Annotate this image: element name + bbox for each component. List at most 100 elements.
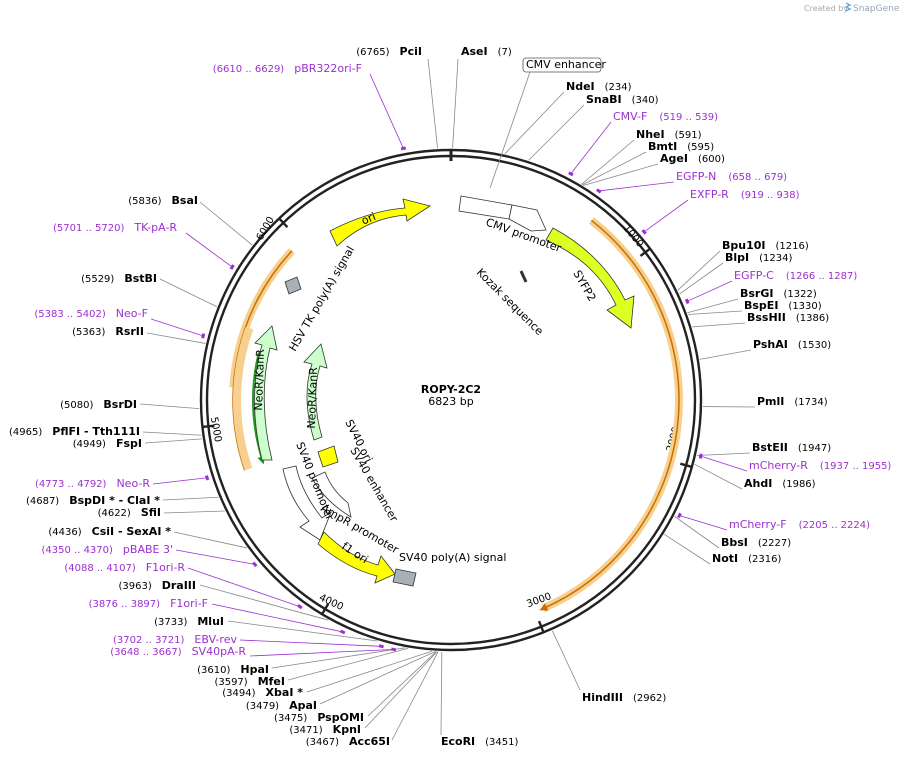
site-name: AgeI [660, 152, 688, 165]
primer-leader [175, 549, 255, 565]
site-position: (1530) [798, 340, 831, 351]
site-label: (3467) Acc65I [306, 735, 390, 748]
primer-leader [152, 477, 208, 485]
primer-name: Neo-F [116, 307, 148, 320]
primer-name: EBV-rev [194, 633, 237, 646]
primer-range: (1266 .. 1287) [786, 271, 858, 282]
site-name: CsiI - SexAI * [92, 525, 172, 538]
plasmid-size: 6823 bp [428, 395, 473, 408]
site-leader [159, 278, 218, 308]
site-name: BsaI [172, 194, 198, 207]
site-position: (5080) [60, 400, 93, 411]
primer-leader [679, 515, 728, 531]
primer-leader [150, 318, 204, 337]
primer-name: Neo-R [116, 477, 150, 490]
neor-arrow-outer [254, 325, 278, 461]
site-name: RsrII [115, 325, 144, 338]
site-label: (4965)PflFI - Tth111I [9, 425, 140, 438]
site-leader [199, 584, 329, 621]
site-label: BstEII(1947) [752, 441, 831, 454]
site-leader [696, 452, 751, 456]
primer-leader [185, 232, 233, 268]
primer-label: (4088 .. 4107)F1ori-R [64, 561, 185, 574]
site-leader [692, 322, 746, 328]
site-label: (6765)PciI [356, 45, 422, 58]
site-label: AgeI(600) [660, 152, 725, 165]
site-name: Acc65I [349, 735, 390, 748]
primer-leader [700, 455, 748, 472]
plasmid-name: ROPY-2C2 [421, 383, 481, 396]
site-leader [319, 651, 436, 705]
primer-label: mCherry-R(1937 .. 1955) [749, 459, 891, 472]
primer-range: (5383 .. 5402) [34, 309, 106, 320]
site-position: (7) [498, 47, 512, 58]
site-label: Bpu10I(1216) [722, 239, 809, 252]
site-leader [677, 250, 721, 291]
site-label: (3597)MfeI [214, 675, 285, 688]
site-label: (4687)BspDI * - ClaI * [26, 494, 160, 507]
primer-layer: (6610 .. 6629)pBR322ori-F CMV-F(519 .. 53… [34, 62, 891, 658]
kozak-mark [519, 270, 528, 283]
primer-label: CMV-F(519 .. 539) [613, 110, 718, 123]
primer-leader [239, 639, 382, 647]
site-name: FspI [116, 437, 142, 450]
site-label: AhdI (1986) [744, 477, 816, 490]
site-name: BstEII [752, 441, 788, 454]
primer-bar [297, 604, 303, 610]
orf-arrow [539, 219, 680, 611]
primer-leader [249, 649, 394, 657]
primer-label: (4350 .. 4370)pBABE 3' [42, 543, 174, 556]
site-leader [139, 403, 200, 410]
orf-layer [229, 217, 683, 613]
primer-range: (519 .. 539) [659, 112, 718, 123]
primer-range: (658 .. 679) [728, 172, 787, 183]
primer-range: (5701 .. 5720) [53, 223, 125, 234]
primer-bar [677, 512, 682, 519]
primer-name: SV40pA-R [192, 645, 247, 658]
primer-label: (5701 .. 5720)TK-pA-R [53, 221, 177, 234]
site-position: (6765) [356, 47, 389, 58]
site-name: ApaI [289, 699, 317, 712]
primer-bar [684, 298, 690, 305]
site-position: (3467) [306, 737, 339, 748]
site-leader [440, 651, 443, 736]
primer-name: mCherry-R [749, 459, 808, 472]
site-label: (3471)KpnI [289, 723, 361, 736]
primer-leader [369, 73, 404, 149]
f1-ori-arrow [317, 531, 396, 584]
site-leader [271, 647, 406, 669]
snapgene-logo-icon [844, 2, 852, 12]
tick-label: 5000 [208, 416, 223, 443]
site-label: (5080)BsrDI [60, 398, 137, 411]
site-leader [367, 651, 437, 717]
site-leader [199, 201, 253, 246]
site-leader [504, 91, 565, 155]
site-label: NotI(2316) [712, 552, 781, 565]
site-name: AhdI [744, 477, 772, 490]
primer-label: (6610 .. 6629)pBR322ori-F [213, 62, 362, 75]
site-name: MluI [197, 615, 224, 628]
site-leader [146, 332, 206, 344]
primer-range: (919 .. 938) [741, 190, 800, 201]
site-label: (4949)FspI [73, 437, 142, 450]
snapgene-brand: SnapGene [853, 4, 900, 14]
site-label: BlpI(1234) [725, 251, 792, 264]
site-position: (595) [687, 142, 714, 153]
feature-label-box [522, 57, 602, 73]
primer-label: (5383 .. 5402) Neo-F [34, 307, 148, 320]
sv40-promoter-arrow [282, 465, 332, 541]
site-leader [687, 298, 739, 314]
site-position: (591) [675, 130, 702, 141]
site-leader [664, 533, 711, 565]
tick-mark [639, 247, 651, 257]
primer-range: (6610 .. 6629) [213, 64, 285, 75]
feature-label: CMV enhancer [526, 58, 606, 71]
site-position: (4965) [9, 427, 42, 438]
site-name: AseI [461, 45, 488, 58]
site-leader [688, 310, 743, 315]
site-position: (3471) [289, 725, 322, 736]
site-label: (3963)DraIII [118, 579, 196, 592]
site-label: BbsI(2227) [721, 536, 791, 549]
site-label: (4436)CsiI - SexAI * [48, 525, 171, 538]
site-position: (1986) [782, 479, 815, 490]
